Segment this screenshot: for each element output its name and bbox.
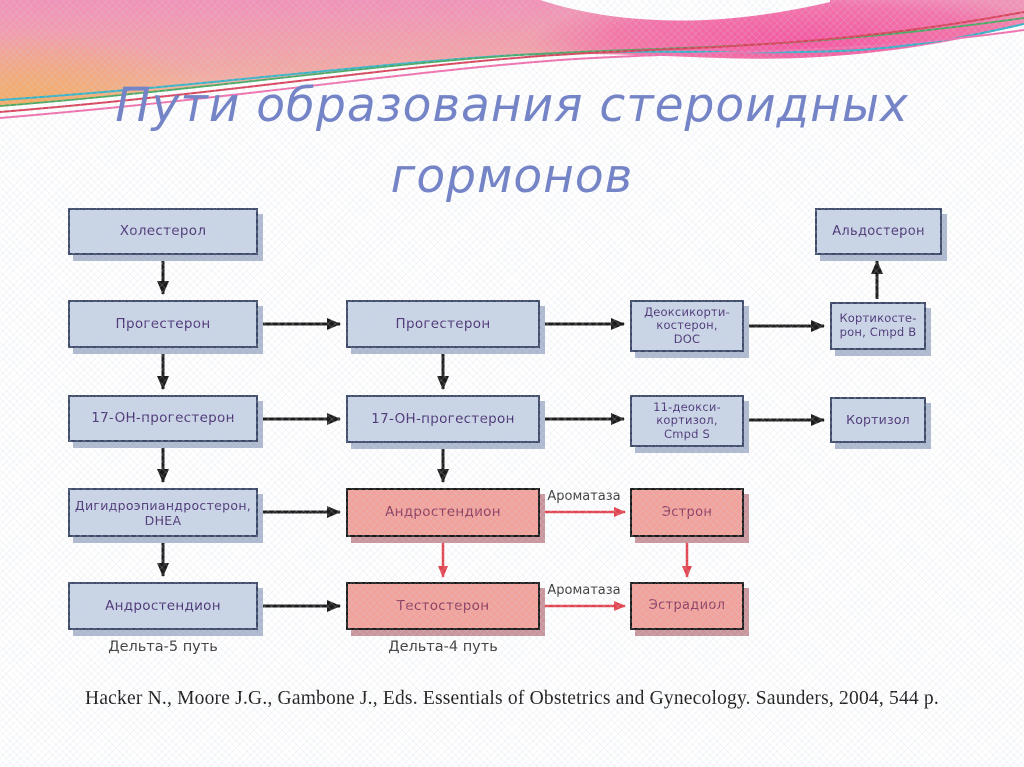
box-corticosterone: Кортикосте- рон, Cmpd B [830,302,926,350]
box-estradiol: Эстрадиол [630,582,744,630]
box-cholesterol: Холестерол [68,208,258,255]
reference-citation: Hacker N., Moore J.G., Gambone J., Eds. … [85,688,939,709]
box-androstenedione-d4: Андростендион [346,488,540,537]
box-17oh-progesterone-d5: 17-OH-прогестерон [68,395,258,442]
box-testosterone: Тестостерон [346,582,540,630]
box-11-deoxycortisol: 11-деокси- кортизол, Cmpd S [630,395,744,447]
box-progesterone-d4: Прогестерон [346,300,540,348]
slide-title-line2: гормонов [390,149,634,204]
aromatase-label-bottom: Ароматаза [547,583,621,598]
slide-title: Пути образования стероидных гормонов [0,70,1024,212]
box-aldosterone: Альдостерон [815,208,942,255]
delta4-path-label: Дельта-4 путь [388,639,498,655]
box-androstenedione-d5: Андростендион [68,582,258,630]
delta5-path-label: Дельта-5 путь [108,639,218,655]
box-estrone: Эстрон [630,488,744,537]
box-17oh-progesterone-d4: 17-OH-прогестерон [346,395,540,443]
aromatase-label-top: Ароматаза [547,489,621,504]
box-deoxycorticosterone-doc: Деоксикорти- костерон, DOC [630,300,744,352]
box-cortisol: Кортизол [830,397,926,443]
box-dhea: Дигидроэпиандростерон, DHEA [68,488,258,537]
slide-title-line1: Пути образования стероидных [115,78,909,133]
box-pregnenolone: Прогестерон [68,300,258,348]
banner-wave-graphic [0,0,1024,140]
